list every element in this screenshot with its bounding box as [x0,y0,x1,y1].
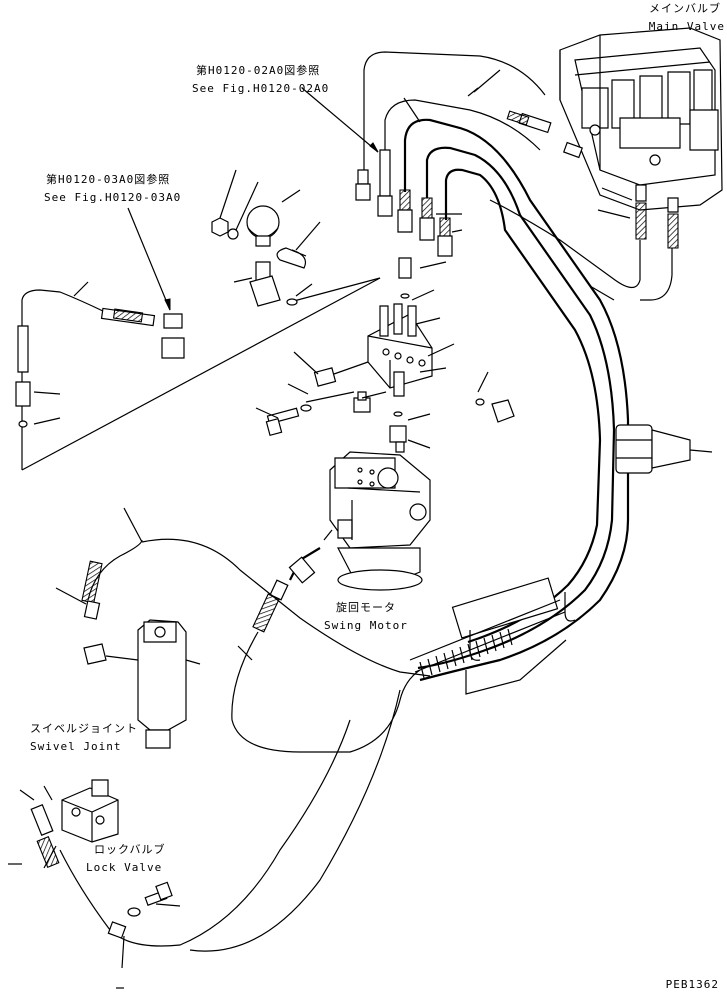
main-valve-label-en: Main Valve [648,20,725,33]
lock-valve-label-en: Lock Valve [86,861,163,874]
figure-code: PEB1362 [665,978,719,991]
swing-motor [289,452,430,590]
reference-left-label-jp: 第H0120-03A0図参照 [46,173,171,186]
main-valve-label-jp: メインバルブ [649,2,721,15]
reference-upper-label-en: See Fig.H0120-02A0 [192,82,330,95]
swing-motor-label-en: Swing Motor [324,619,408,632]
detail-outline [16,206,380,470]
swivel-joint-label-en: Swivel Joint [30,740,122,753]
lock-valve-label-jp: ロックバルブ [94,843,166,856]
reference-leaders [128,88,378,310]
swing-motor-label-jp: 旋回モータ [336,601,396,614]
hose-lines [20,52,690,951]
main-valve [507,28,722,248]
swivel-joint-label-jp: スイベルジョイント [30,722,138,735]
manifold-block [266,304,514,452]
callout-lines [8,70,712,988]
reference-left-label-en: See Fig.H0120-03A0 [44,191,182,204]
lock-valve [62,780,172,938]
swivel-joint [84,620,200,748]
reference-upper-label-jp: 第H0120-02A0図参照 [196,64,321,77]
